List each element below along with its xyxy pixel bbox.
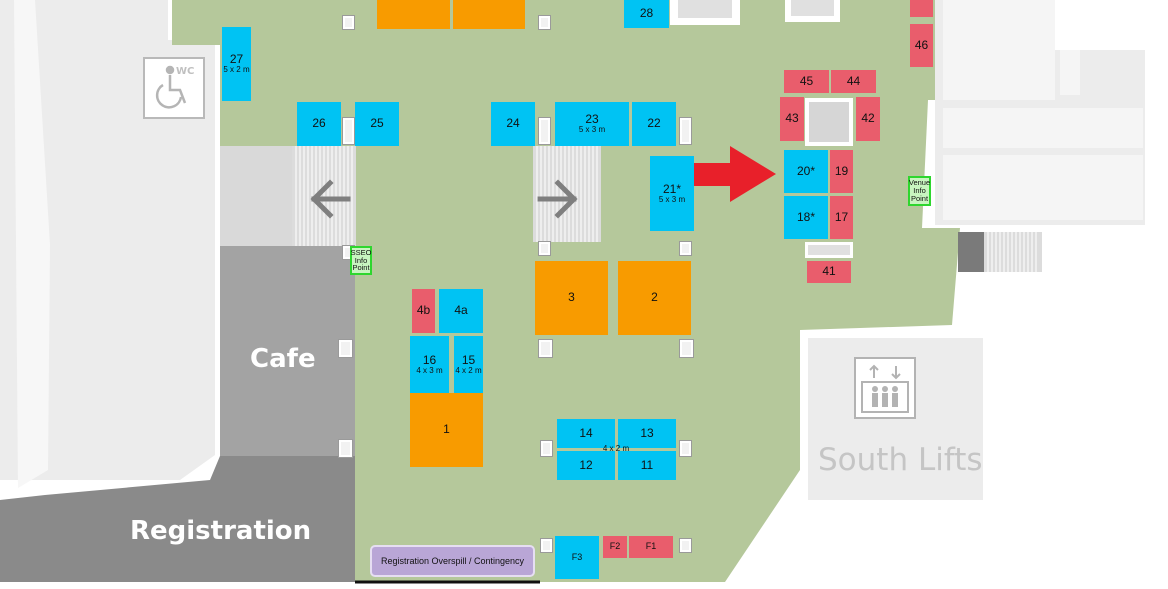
booth-17[interactable]: 17 bbox=[830, 196, 853, 239]
booth-46[interactable]: 46 bbox=[910, 24, 933, 67]
west-building bbox=[0, 0, 215, 480]
booth-f2[interactable]: F2 bbox=[603, 536, 627, 558]
booth-28[interactable]: 28 bbox=[624, 0, 669, 28]
booth-18[interactable]: 18* bbox=[784, 196, 828, 239]
booth-19[interactable]: 19 bbox=[830, 150, 853, 193]
pillar bbox=[539, 16, 550, 29]
lift-icon bbox=[854, 357, 916, 419]
booth-4b[interactable]: 4b bbox=[412, 289, 435, 333]
registration-label: Registration bbox=[130, 516, 312, 546]
booth-f1[interactable]: F1 bbox=[629, 536, 673, 558]
east-notch bbox=[1060, 50, 1080, 95]
booth-20[interactable]: 20* bbox=[784, 150, 828, 193]
cafe-label: Cafe bbox=[250, 344, 316, 374]
central-pillar-inner bbox=[809, 102, 849, 142]
pillar bbox=[539, 242, 550, 255]
east-room-2 bbox=[943, 108, 1143, 148]
registration-area bbox=[0, 456, 355, 582]
sseo-info-point[interactable]: SSEO Info Point bbox=[350, 246, 372, 275]
stairs-left bbox=[292, 146, 356, 246]
booth-2[interactable]: 2 bbox=[618, 261, 691, 335]
booth-1[interactable]: 1 bbox=[410, 393, 483, 467]
wc-label: WC bbox=[176, 66, 195, 77]
booth-42[interactable]: 42 bbox=[856, 97, 880, 141]
booth-21[interactable]: 21*5 x 3 m bbox=[650, 156, 694, 231]
booth-12[interactable]: 12 bbox=[557, 451, 615, 480]
pillar bbox=[541, 441, 552, 456]
pillar bbox=[680, 441, 691, 456]
booth-24[interactable]: 24 bbox=[491, 102, 535, 146]
booth-4a[interactable]: 4a bbox=[439, 289, 483, 333]
pillar bbox=[539, 118, 550, 144]
corridor-left bbox=[220, 146, 295, 246]
west-corridor bbox=[14, 0, 50, 488]
venue-info-point[interactable]: Venue Info Point bbox=[908, 176, 931, 206]
south-lifts-label: South Lifts bbox=[818, 442, 983, 478]
booth-26[interactable]: 26 bbox=[297, 102, 341, 146]
registration-overspill[interactable]: Registration Overspill / Contingency bbox=[370, 545, 535, 577]
highlight-arrow-icon bbox=[683, 146, 776, 202]
cluster-dimension: 4 x 2 m bbox=[602, 443, 630, 453]
booth-f3[interactable]: F3 bbox=[555, 536, 599, 579]
booth-46-top[interactable] bbox=[910, 0, 933, 17]
stairs-center bbox=[533, 146, 601, 242]
pillar bbox=[343, 118, 354, 144]
booth-44[interactable]: 44 bbox=[831, 70, 876, 93]
pillar bbox=[343, 16, 354, 29]
booth-top-left[interactable] bbox=[377, 0, 450, 29]
cafe-area bbox=[220, 246, 355, 456]
top-room-1-inner bbox=[678, 0, 732, 18]
top-room-2-inner bbox=[791, 0, 834, 16]
pillar bbox=[680, 340, 693, 357]
pillar bbox=[339, 340, 352, 357]
east-room-1 bbox=[943, 0, 1055, 100]
booth-top-right[interactable] bbox=[453, 0, 525, 29]
bench-inner bbox=[808, 245, 850, 255]
pillar bbox=[680, 242, 691, 255]
booth-45[interactable]: 45 bbox=[784, 70, 829, 93]
booth-11[interactable]: 11 bbox=[618, 451, 676, 480]
pillar bbox=[339, 440, 352, 457]
booth-41[interactable]: 41 bbox=[807, 261, 851, 283]
booth-13[interactable]: 13 bbox=[618, 419, 676, 448]
stairs-east bbox=[958, 232, 1042, 272]
arrow-left-icon bbox=[310, 179, 351, 219]
pillar bbox=[541, 539, 552, 552]
wheelchair-icon bbox=[155, 65, 187, 109]
booth-43[interactable]: 43 bbox=[780, 97, 804, 141]
pillar bbox=[539, 340, 552, 357]
pillar bbox=[680, 118, 691, 144]
booth-3[interactable]: 3 bbox=[535, 261, 608, 335]
booth-22[interactable]: 22 bbox=[632, 102, 676, 146]
east-room-3 bbox=[943, 155, 1143, 220]
arrow-right-icon bbox=[537, 179, 578, 219]
pillar bbox=[680, 539, 691, 552]
wc-area bbox=[143, 57, 205, 119]
booth-25[interactable]: 25 bbox=[355, 102, 399, 146]
booth-14[interactable]: 14 bbox=[557, 419, 615, 448]
